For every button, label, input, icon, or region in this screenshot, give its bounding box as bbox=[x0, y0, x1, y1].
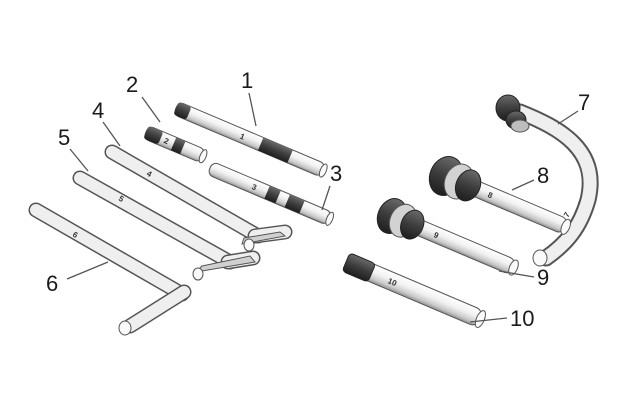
part-10-threaded-tube: 10 bbox=[342, 253, 486, 328]
part-9-stamp: 9 bbox=[432, 230, 440, 240]
leader-line-2 bbox=[141, 96, 161, 123]
callout-6: 6 bbox=[46, 271, 58, 296]
callout-9: 9 bbox=[537, 265, 549, 290]
callout-5: 5 bbox=[58, 125, 70, 150]
callout-2: 2 bbox=[126, 72, 138, 97]
callout-10: 10 bbox=[510, 306, 534, 331]
part-7-stamp: 7 bbox=[562, 210, 572, 219]
part-2-rod: 2 bbox=[144, 126, 208, 164]
part-8-stamp: 8 bbox=[486, 190, 494, 200]
leader-line-4 bbox=[102, 121, 121, 147]
callout-3: 3 bbox=[330, 161, 342, 186]
part-4-lrod: 4 bbox=[104, 144, 293, 252]
callout-8: 8 bbox=[537, 163, 549, 188]
leader-line-3 bbox=[321, 185, 331, 211]
part-10-stamp: 10 bbox=[386, 276, 398, 288]
part-4-stamp: 4 bbox=[145, 169, 154, 179]
leader-line-6 bbox=[66, 261, 109, 280]
part-6-stamp: 6 bbox=[71, 230, 80, 240]
part-1-rod: 1 bbox=[174, 102, 328, 178]
part-3-rod: 3 bbox=[208, 162, 335, 226]
leader-line-9 bbox=[498, 270, 535, 278]
leader-line-7 bbox=[557, 110, 579, 125]
leader-line-1 bbox=[248, 92, 257, 127]
part-6-lrod: 6 bbox=[28, 202, 192, 336]
leader-line-10 bbox=[469, 317, 508, 323]
part-9-grommet-tube: 9 bbox=[376, 198, 519, 276]
part-5-lrod: 5 bbox=[72, 170, 261, 281]
leader-line-5 bbox=[69, 148, 89, 172]
part-2-stamp: 2 bbox=[162, 136, 170, 146]
part-8-grommet-tube: 8 bbox=[428, 156, 571, 235]
part-1-stamp: 1 bbox=[238, 132, 246, 142]
part-3-stamp: 3 bbox=[250, 182, 258, 192]
leader-line-8 bbox=[511, 179, 535, 191]
part-7-bent-tube: 7 bbox=[495, 94, 599, 267]
callout-4: 4 bbox=[92, 98, 104, 123]
part-5-stamp: 5 bbox=[117, 194, 126, 204]
callout-1: 1 bbox=[241, 68, 253, 93]
callout-7: 7 bbox=[578, 90, 590, 115]
